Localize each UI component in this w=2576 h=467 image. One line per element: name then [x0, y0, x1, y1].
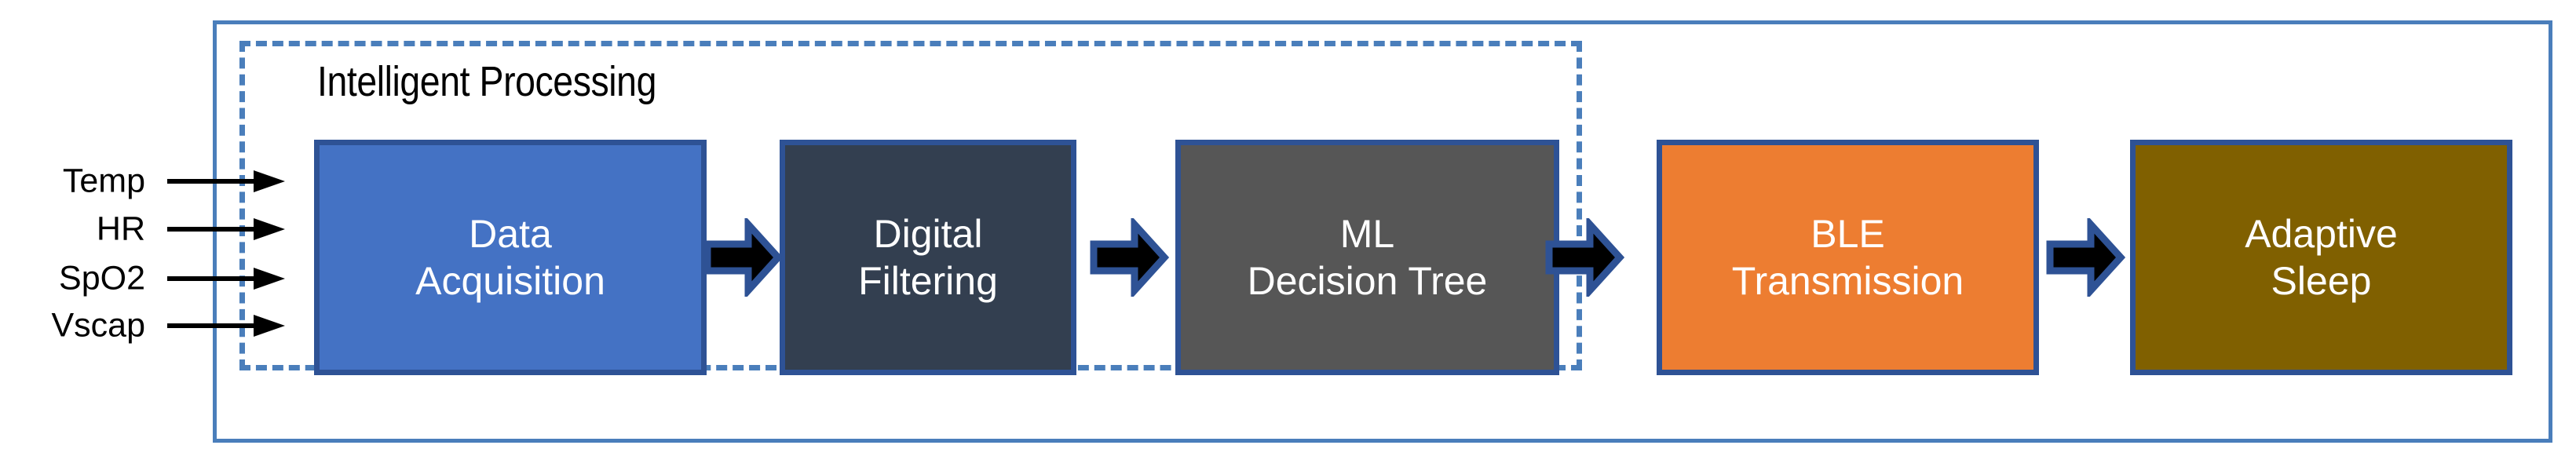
input-label-vscap: Vscap — [51, 306, 145, 345]
connector-arrow-filtering-to-ml-icon — [1087, 218, 1169, 297]
input-label-hr: HR — [96, 210, 145, 248]
input-label-spo2: SpO2 — [59, 259, 145, 297]
connector-arrow-ml-to-ble-icon — [1543, 218, 1624, 297]
connector-arrow-acquisition-to-filtering-icon — [701, 218, 783, 297]
input-arrow-hr-icon — [167, 216, 287, 243]
group-title: Intelligent Processing — [317, 58, 656, 105]
input-label-temp: Temp — [62, 162, 145, 200]
input-arrow-spo2-icon — [167, 265, 287, 292]
connector-arrow-ble-to-sleep-icon — [2044, 218, 2125, 297]
input-arrow-vscap-icon — [167, 312, 287, 339]
input-arrow-temp-icon — [167, 168, 287, 195]
